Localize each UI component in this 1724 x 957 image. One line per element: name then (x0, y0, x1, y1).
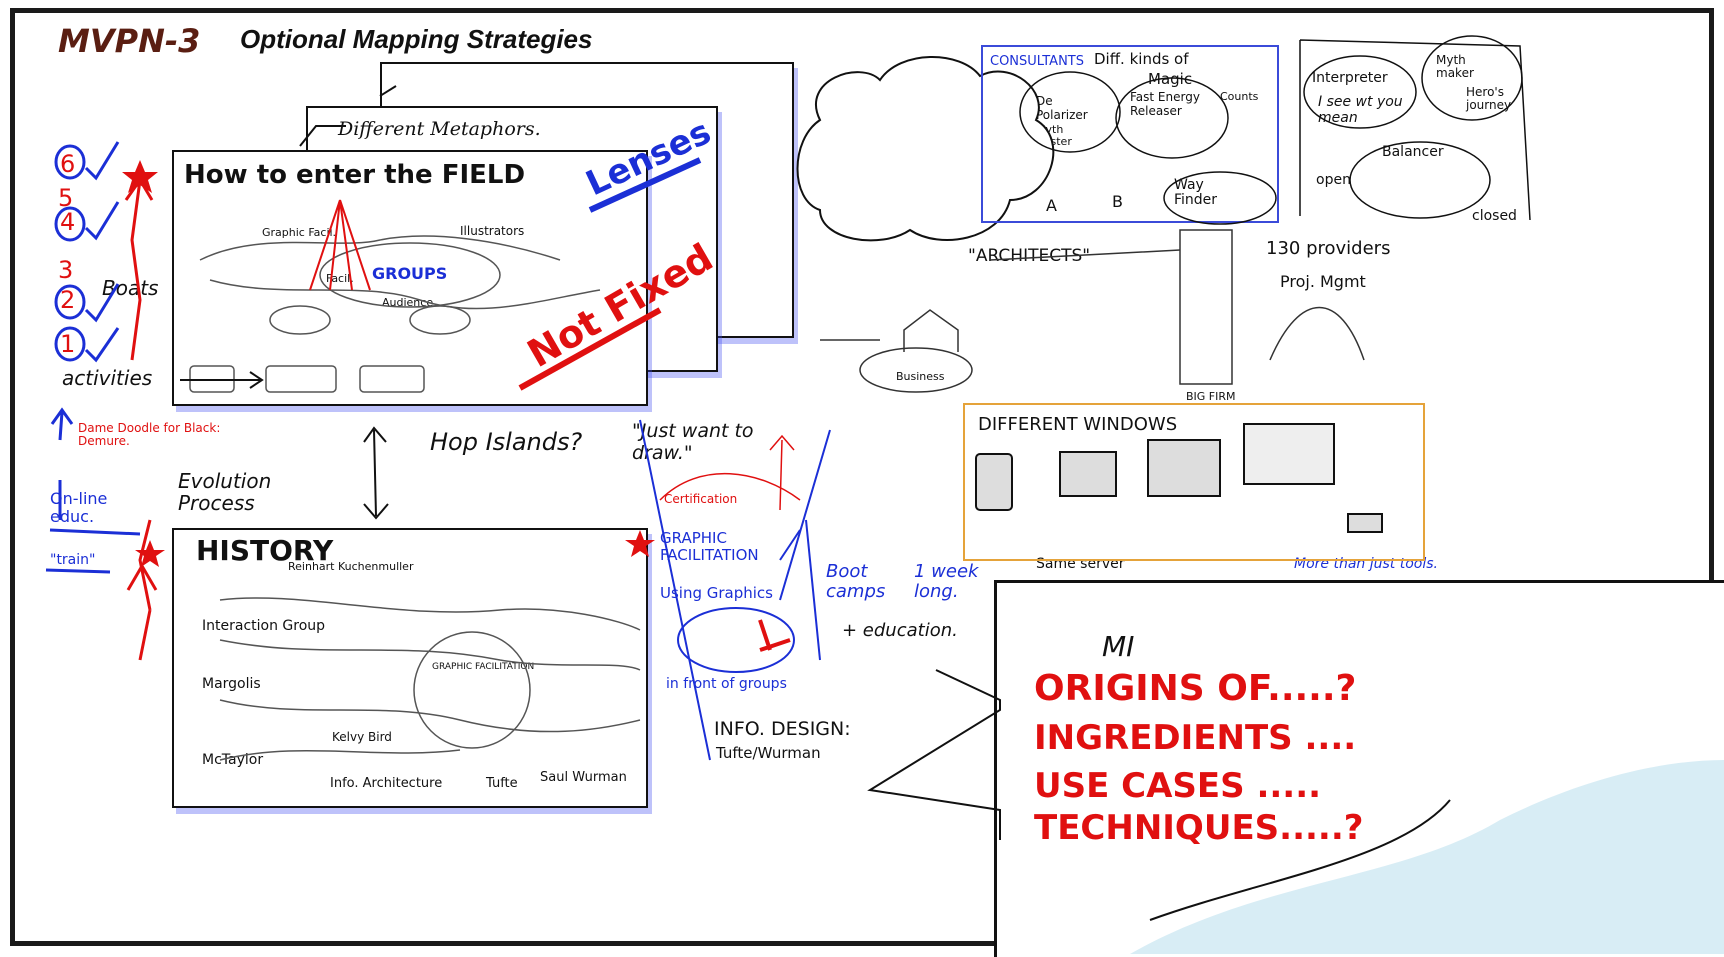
number-1: 1 (60, 330, 76, 358)
just-want-label: "Just want to draw." (632, 420, 754, 464)
magic-label: Magic (1148, 70, 1193, 88)
same-server-label: Same server (1036, 556, 1125, 572)
back-card-label: Different Metaphors. (338, 118, 541, 140)
number-6: 6 (60, 150, 76, 178)
history-item-tufte: Tufte (486, 776, 518, 791)
consultants-label: CONSULTANTS (990, 54, 1084, 69)
info-design-label: INFO. DESIGN: (714, 718, 851, 740)
history-item-mctaylor: McTaylor (202, 752, 264, 768)
history-center-label: GRAPHIC FACILITATION (432, 662, 535, 672)
number-3: 3 (58, 256, 74, 284)
providers-label: 130 providers (1266, 238, 1391, 259)
interpreter-label: Interpreter (1312, 70, 1388, 86)
tufte-wurman-label: Tufte/Wurman (716, 744, 821, 762)
history-title: HISTORY (196, 534, 334, 567)
more-than-tools-label: More than just tools. (1294, 556, 1438, 572)
graphic-facilitation-label: GRAPHIC FACILITATION (660, 529, 759, 564)
use-cases-item: USE CASES ..... (1034, 766, 1322, 806)
history-item-interaction: Interaction Group (202, 618, 326, 634)
business-label: Business (896, 370, 945, 383)
activities-label: activities (62, 366, 153, 390)
i-see-label: I see wt you mean (1318, 94, 1403, 126)
closed-label: closed (1472, 208, 1517, 224)
fast-energy-label: Fast Energy Releaser (1130, 90, 1200, 118)
counts-label: Counts (1220, 90, 1259, 103)
origins-item: ORIGINS OF.....? (1034, 668, 1357, 709)
hop-islands-label: Hop Islands? (430, 428, 583, 456)
open-label: open (1316, 172, 1351, 188)
education-label: + education. (842, 620, 958, 641)
proj-mgmt-label: Proj. Mgmt (1280, 272, 1366, 291)
boats-label: Boats (102, 276, 159, 300)
diff-kinds-label: Diff. kinds of (1094, 50, 1189, 68)
number-4: 4 (60, 208, 76, 236)
number-5: 5 (58, 184, 74, 212)
one-week-label: 1 week long. (914, 561, 979, 602)
field-groups-label: GROUPS (372, 264, 448, 283)
page-title: Optional Mapping Strategies (240, 24, 593, 54)
using-graphics-label: Using Graphics (660, 584, 773, 602)
field-card-title: How to enter the FIELD (184, 160, 526, 190)
field-illustrators-label: Illustrators (460, 224, 525, 238)
myth-maker-label: Myth maker (1436, 53, 1474, 80)
heros-journey-label: Hero's journey (1466, 85, 1512, 112)
history-item-info-arch: Info. Architecture (330, 776, 443, 791)
dame-label: Dame Doodle for Black: Demure. (78, 421, 221, 448)
myth-buster-label: Myth Buster (1036, 123, 1072, 148)
page-code: MVPN-3 (58, 22, 201, 60)
number-2: 2 (60, 286, 76, 314)
boot-camps-label: Boot camps (826, 561, 886, 602)
field-graphic-label: Graphic Facil. (262, 226, 337, 239)
field-facil-label: Facil. (326, 272, 354, 285)
de-polarizer-label: De Polarizer (1036, 94, 1088, 122)
b-label: B (1112, 192, 1123, 211)
history-item-reinhart: Reinhart Kuchenmuller (288, 560, 414, 573)
big-firm-label: BIG FIRM (1186, 390, 1236, 403)
way-finder-label: Way Finder (1174, 177, 1218, 208)
science-label: science (1232, 904, 1375, 944)
windows-title: DIFFERENT WINDOWS (978, 414, 1178, 435)
certification-label: Certification (664, 492, 738, 506)
in-front-label: in front of groups (666, 676, 787, 692)
history-item-wurman: Saul Wurman (540, 770, 627, 785)
ingredients-item: INGREDIENTS .... (1034, 718, 1357, 758)
evolution-label: Evolution Process (178, 469, 272, 515)
field-audience-label: Audience (382, 296, 434, 309)
techniques-item: TECHNIQUES.....? (1034, 808, 1364, 848)
architects-label: "ARCHITECTS" (968, 246, 1091, 266)
history-item-kelvy: Kelvy Bird (332, 730, 392, 744)
mi-label: MI (1102, 630, 1135, 663)
a-label: A (1046, 196, 1057, 215)
online-label: On-line educ. (50, 489, 108, 526)
history-item-margolis: Margolis (202, 676, 261, 692)
balancer-label: Balancer (1382, 144, 1444, 160)
train-label: "train" (50, 552, 96, 568)
